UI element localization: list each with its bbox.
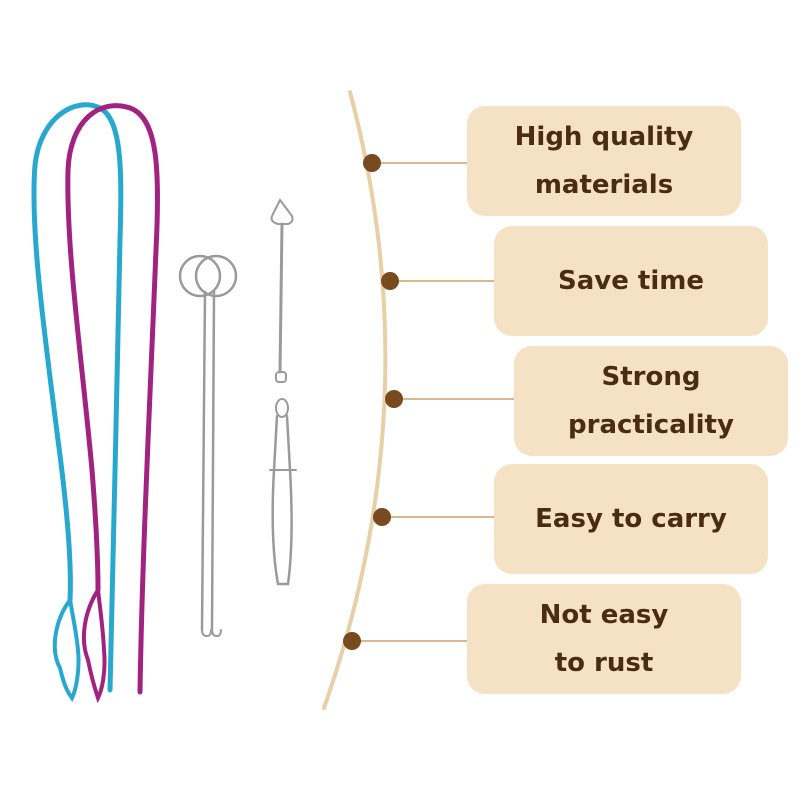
tweezer-bodkin-icon (269, 398, 297, 586)
feature-easy-to-carry: Easy to carry (494, 464, 768, 574)
timeline-markers (343, 154, 514, 650)
twin-ring-latch-hook-icon (178, 254, 238, 638)
blue-plastic-threader-icon (31, 102, 124, 702)
feature-text-line: Easy to carry (535, 504, 727, 534)
feature-text-line: High quality (514, 122, 694, 152)
feature-text-line: to rust (554, 648, 654, 678)
feature-text-line: practicality (568, 410, 734, 440)
feature-text-line: Not easy (539, 600, 669, 630)
feature-not-easy-to-rust: Not easy to rust (467, 584, 741, 694)
feature-text-line: Save time (558, 266, 704, 296)
purple-plastic-threader-icon (65, 103, 161, 704)
feature-strong-practicality: Strong practicality (514, 346, 788, 456)
bodkin-needle-icon (270, 198, 294, 383)
feature-high-quality-materials: High quality materials (467, 106, 741, 216)
timeline-curve (322, 90, 388, 710)
timeline-dot (363, 154, 381, 172)
timeline-dot (373, 508, 391, 526)
feature-text-line: materials (534, 170, 674, 200)
feature-save-time: Save time (494, 226, 768, 336)
timeline-dot (343, 632, 361, 650)
timeline-dot (385, 390, 403, 408)
timeline-dot (381, 272, 399, 290)
feature-text-line: Strong (601, 362, 701, 392)
